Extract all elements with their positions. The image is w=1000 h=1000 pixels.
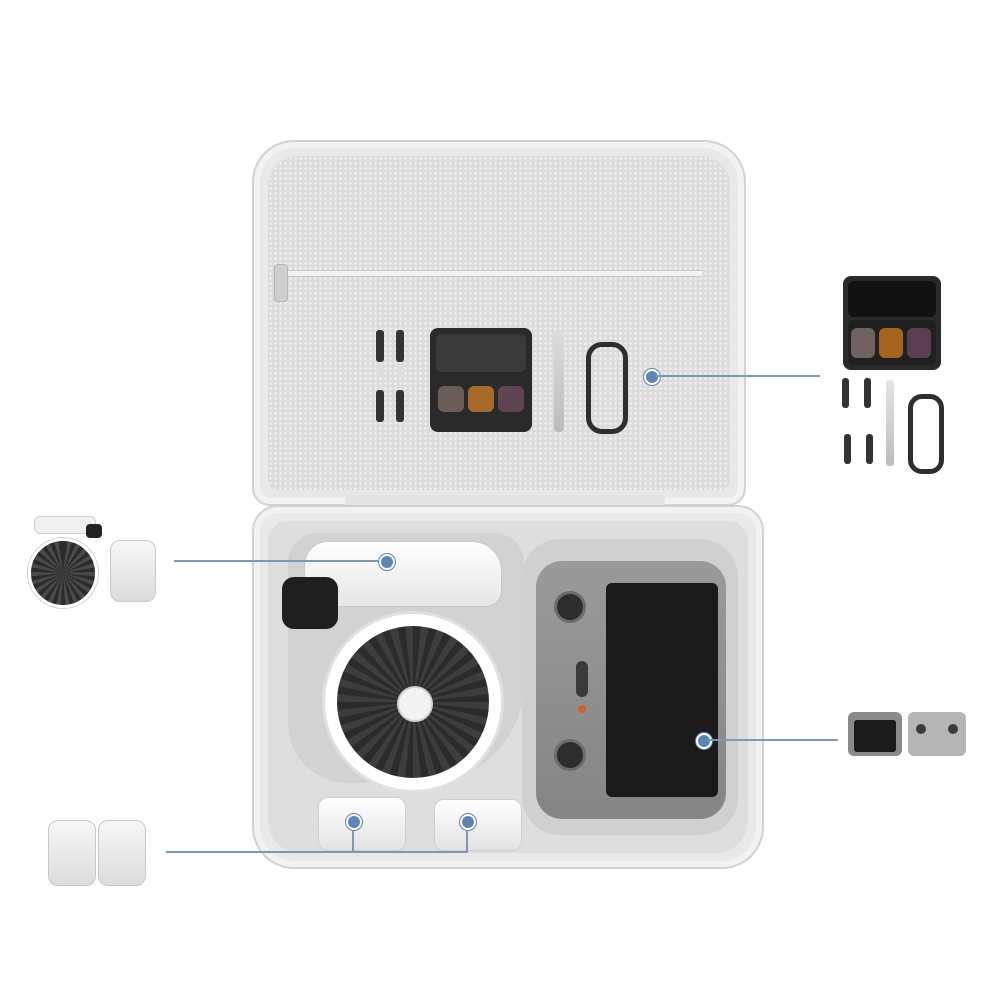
usb-cable-in-lid [586, 342, 628, 434]
callout-line-controller [708, 739, 838, 741]
battery-in-case-left [318, 797, 406, 851]
filter-case-in-lid [430, 328, 532, 432]
callout-line-accessories [656, 375, 820, 377]
screwdriver-icon [886, 380, 894, 466]
callout-line-drone [174, 560, 384, 562]
case-lid [252, 140, 746, 506]
battery-in-case-right [434, 799, 522, 851]
remote-controller [536, 561, 726, 819]
callout-dot-controller [696, 733, 712, 749]
left-stick-bottom [554, 739, 586, 771]
callout-dot-battery-right [460, 814, 476, 830]
screwdriver [554, 332, 564, 432]
callout-vline-battery-left [352, 820, 354, 852]
battery-icon-single [110, 540, 156, 602]
controller-screen [606, 583, 718, 797]
spare-sticks-icon [842, 378, 882, 468]
battery-icon-right [98, 820, 146, 886]
spare-parts-group [372, 330, 422, 430]
callout-dot-battery-left [346, 814, 362, 830]
left-stick-top [554, 591, 586, 623]
callout-line-batteries [166, 851, 468, 853]
remote-controller-icon [848, 712, 968, 760]
zipper-pull[interactable] [274, 264, 288, 302]
usb-cable-icon [908, 394, 944, 474]
case-base [252, 505, 764, 869]
callout-vline-battery-right [466, 820, 468, 852]
callout-dot-accessories [644, 369, 660, 385]
battery-icon-left [48, 820, 96, 886]
drone-propeller-guard [322, 611, 504, 793]
drone-camera [282, 577, 338, 629]
mesh-pocket-zipper[interactable] [282, 270, 702, 277]
filter-case-icon [843, 276, 941, 370]
callout-dot-drone [379, 554, 395, 570]
drone-icon [28, 510, 108, 610]
lid-mesh-panel [268, 156, 730, 490]
